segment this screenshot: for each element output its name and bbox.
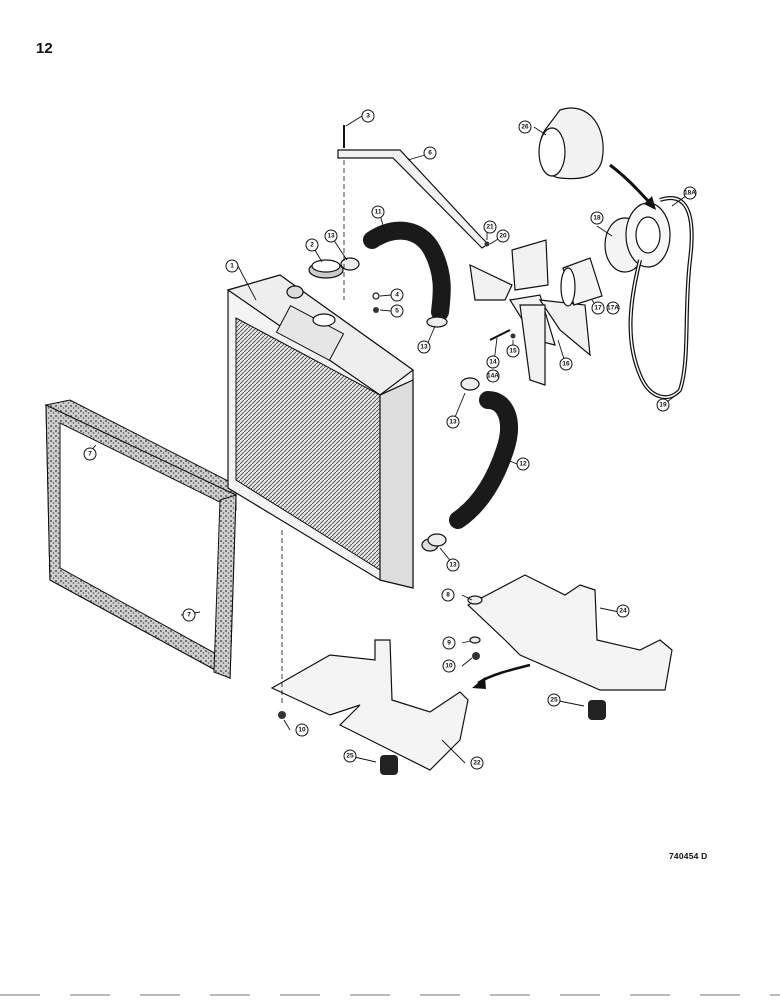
callout-25-right: 25 <box>547 693 561 707</box>
callout-26: 26 <box>518 120 532 134</box>
upper-hose <box>363 221 451 321</box>
callout-1: 1 <box>225 259 239 273</box>
small-hardware <box>372 241 516 341</box>
radiator <box>226 274 439 589</box>
callout-10-right: 10 <box>442 659 456 673</box>
svg-text:7: 7 <box>187 612 191 619</box>
callout-25-left: 25 <box>343 749 357 763</box>
svg-text:24: 24 <box>619 608 627 615</box>
svg-text:5: 5 <box>395 308 399 315</box>
fan-blade <box>469 239 591 386</box>
svg-text:17A: 17A <box>607 305 619 312</box>
scan-edge <box>0 994 780 996</box>
fan-spacer <box>560 257 603 307</box>
callout-8: 8 <box>441 588 455 602</box>
rubber-mounts <box>278 530 606 775</box>
callout-10-left: 10 <box>295 723 309 737</box>
figure-id: 740454 D <box>669 851 708 861</box>
callout-18a: 18A <box>683 186 697 200</box>
svg-text:10: 10 <box>445 663 453 670</box>
callout-13-upper: 13 <box>417 340 431 354</box>
callout-6: 6 <box>423 146 437 160</box>
svg-text:14A: 14A <box>487 373 499 380</box>
cover-arrow <box>609 163 654 207</box>
callout-2: 2 <box>305 238 319 252</box>
page-number: 12 <box>36 40 53 57</box>
lower-hose <box>449 391 518 529</box>
svg-text:15: 15 <box>509 348 517 355</box>
svg-text:13: 13 <box>327 233 335 240</box>
svg-text:18: 18 <box>593 215 601 222</box>
callout-20: 20 <box>496 229 510 243</box>
bracket-arrow <box>477 663 531 685</box>
brace-rod <box>337 125 489 300</box>
callout-18: 18 <box>590 211 604 225</box>
callout-7-bottom: 7 <box>182 608 196 622</box>
svg-text:10: 10 <box>298 727 306 734</box>
seal-frame <box>44 399 237 680</box>
callout-24: 24 <box>616 604 630 618</box>
svg-text:20: 20 <box>499 233 507 240</box>
callout-16: 16 <box>559 357 573 371</box>
svg-text:19: 19 <box>659 402 667 409</box>
svg-text:25: 25 <box>346 753 354 760</box>
svg-text:13: 13 <box>420 344 428 351</box>
svg-text:7: 7 <box>88 451 92 458</box>
radiator-cap <box>308 259 344 279</box>
callout-5: 5 <box>390 304 404 318</box>
callout-15: 15 <box>506 344 520 358</box>
svg-text:8: 8 <box>446 592 450 599</box>
hose-clamps <box>340 257 480 547</box>
svg-text:1: 1 <box>230 263 234 270</box>
svg-text:14: 14 <box>489 359 497 366</box>
svg-text:16: 16 <box>562 361 570 368</box>
svg-text:12: 12 <box>519 461 527 468</box>
svg-text:21: 21 <box>486 224 494 231</box>
callout-13-mid: 13 <box>446 415 460 429</box>
callout-11: 11 <box>371 205 385 219</box>
fan-pulley <box>604 202 671 273</box>
callout-4: 4 <box>390 288 404 302</box>
callout-7-top: 7 <box>83 447 97 461</box>
svg-text:4: 4 <box>395 292 399 299</box>
svg-text:18A: 18A <box>684 190 696 197</box>
svg-text:13: 13 <box>449 562 457 569</box>
support-brackets <box>270 574 673 771</box>
svg-text:22: 22 <box>473 760 481 767</box>
callout-14: 14 <box>486 355 500 369</box>
svg-text:2: 2 <box>310 242 314 249</box>
callout-13-cap: 13 <box>324 229 338 243</box>
pulley-cover <box>538 107 604 180</box>
callout-3: 3 <box>361 109 375 123</box>
callout-13-lower: 13 <box>446 558 460 572</box>
callout-17a: 17A <box>606 301 620 315</box>
svg-text:3: 3 <box>366 113 370 120</box>
callout-12: 12 <box>516 457 530 471</box>
svg-text:13: 13 <box>449 419 457 426</box>
svg-text:17: 17 <box>594 305 602 312</box>
svg-text:11: 11 <box>375 209 382 216</box>
callout-22: 22 <box>470 756 484 770</box>
callout-14a: 14A <box>486 369 500 383</box>
callout-17: 17 <box>591 301 605 315</box>
svg-text:25: 25 <box>550 697 558 704</box>
callout-9: 9 <box>442 636 456 650</box>
callout-19: 19 <box>656 398 670 412</box>
callout-21: 21 <box>483 220 497 234</box>
svg-text:26: 26 <box>521 124 529 131</box>
svg-text:9: 9 <box>447 640 451 647</box>
svg-text:6: 6 <box>428 150 432 157</box>
